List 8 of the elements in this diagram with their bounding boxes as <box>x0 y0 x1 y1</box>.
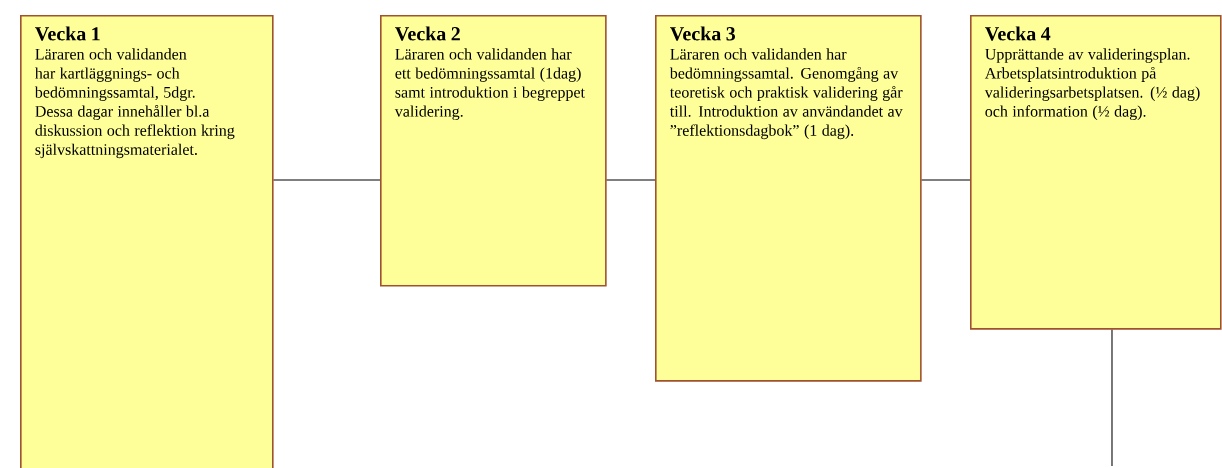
text-box: Vecka 4 Upprättande av valideringsplan. Arbetsplatsintroduktion på valideringsarbetsplatsen. (½ dag) och information (½ dag). <box>970 15 1222 330</box>
text-box: Vecka 1 Läraren och validanden har kartläggnings- och bedömningssamtal, 5dgr. Dessa dagar innehåller bl.a diskussion och reflektion kring självskattningsmaterialet. <box>20 15 274 468</box>
connector-line <box>273 179 381 181</box>
text-box: Vecka 3 Läraren och validanden har bedömningssamtal. Genomgång av teoretisk och praktisk validering går till. Introduktion av användandet av ”reflektionsdagbok” (1 dag). <box>655 15 922 382</box>
connector-line <box>606 179 656 181</box>
connector-line <box>1111 329 1113 467</box>
text-box: Vecka 2 Läraren och validanden har ett bedömningssamtal (1dag) samt introduktion i begreppet validering. <box>380 15 607 287</box>
connector-line <box>921 179 971 181</box>
